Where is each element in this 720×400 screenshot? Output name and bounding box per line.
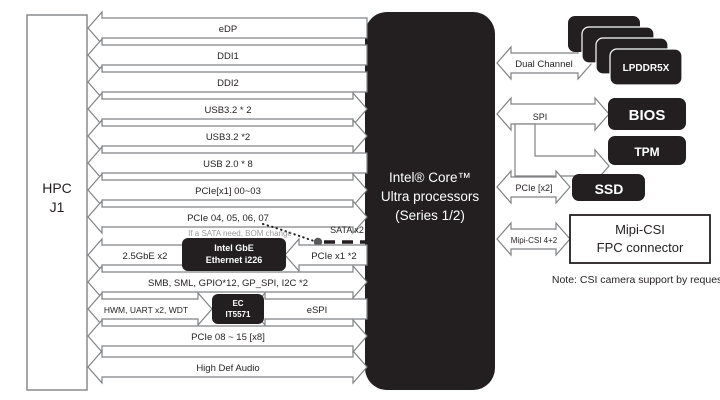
lpddr5x-label: LPDDR5X <box>623 63 670 74</box>
bus-row-pcie-04-07[interactable]: PCIe 04, 05, 06, 07 <box>87 199 368 235</box>
sata-junction-dot <box>313 237 323 247</box>
tpm-chip[interactable]: TPM <box>608 136 686 165</box>
mipi-csi-bus[interactable]: Mipi-CSI 4+2 <box>496 221 571 257</box>
ec-controller-chip[interactable]: EC IT5571 <box>212 294 264 324</box>
bios-chip[interactable]: BIOS <box>608 98 686 130</box>
bus-label-pcie-04-07: PCIe 04, 05, 06, 07 <box>187 213 269 224</box>
spi-bus-label: SPI <box>533 112 548 122</box>
bus-row-gbe-right[interactable]: PCIe x1 *2 <box>284 237 368 273</box>
bus-row-ddi2[interactable]: DDI2 <box>87 64 368 100</box>
mipi-csi-label-line1: Mipi-CSI <box>615 222 665 237</box>
bus-label-pcie-00-03: PCIe[x1] 00~03 <box>195 186 261 197</box>
ssd-label: SSD <box>595 181 624 197</box>
sata-label: SATA x2 <box>330 225 364 235</box>
bus-row-usb32-a[interactable]: USB3.2 * 2 <box>87 91 368 127</box>
bus-row-smb[interactable]: SMB, SML, GPIO*12, GP_SPI, I2C *2 <box>87 264 368 300</box>
memory-bus-label: Dual Channel <box>515 59 573 70</box>
cpu-package[interactable]: Intel® Core™ Ultra processors (Series 1/… <box>365 12 495 390</box>
bus-label-usb32-a: USB3.2 * 2 <box>205 105 252 116</box>
bus-label-ddi2: DDI2 <box>217 78 239 89</box>
bios-label: BIOS <box>629 107 666 124</box>
bus-row-hd-audio[interactable]: High Def Audio <box>87 349 368 385</box>
lpddr5x-memory-stack[interactable]: LPDDR5X <box>568 16 683 86</box>
cpu-label-line1: Intel® Core™ <box>389 170 471 185</box>
sata-optional-branch: SATA x2 If a SATA need, BOM change <box>188 223 367 247</box>
hpc-label-line2: J1 <box>50 199 65 215</box>
bus-row-edp[interactable]: eDP <box>87 10 368 46</box>
sata-dotted-leader <box>262 223 315 242</box>
bus-label-usb20: USB 2.0 * 8 <box>203 159 253 170</box>
bus-label-edp: eDP <box>219 24 237 35</box>
bus-row-ddi1[interactable]: DDI1 <box>87 37 368 73</box>
hpc-label-line1: HPC <box>42 180 72 196</box>
ssd-bus-label: PCIe [x2] <box>515 183 552 193</box>
spi-bus-bios[interactable]: SPI <box>496 96 610 132</box>
bus-row-pcie-08-15[interactable]: PCIe 08 ~ 15 [x8] <box>87 318 368 354</box>
ec-label-line2: IT5571 <box>226 310 251 319</box>
spi-bus-tpm[interactable] <box>514 123 610 184</box>
mipi-csi-bus-label: Mipi-CSI 4+2 <box>511 236 558 245</box>
bus-label-ec-left: HWM, UART x2, WDT <box>104 305 188 315</box>
bus-row-usb20[interactable]: USB 2.0 * 8 <box>87 145 368 181</box>
bus-row-usb32-b[interactable]: USB3.2 *2 <box>87 118 368 154</box>
hpc-j1-connector[interactable]: HPC J1 <box>26 14 88 391</box>
bus-label-gbe-right: PCIe x1 *2 <box>311 251 356 262</box>
bus-label-ddi1: DDI1 <box>217 51 239 62</box>
bus-label-hd-audio: High Def Audio <box>196 363 259 374</box>
bus-label-pcie-08-15: PCIe 08 ~ 15 [x8] <box>191 332 265 343</box>
gbe-label-line1: Intel GbE <box>214 243 254 253</box>
bus-label-usb32-b: USB3.2 *2 <box>206 132 250 143</box>
bus-label-ec-right: eSPI <box>307 305 328 316</box>
bus-label-smb: SMB, SML, GPIO*12, GP_SPI, I2C *2 <box>148 278 308 289</box>
bus-row-ec-right[interactable]: eSPI <box>250 291 368 327</box>
bus-row-pcie-00-03[interactable]: PCIe[x1] 00~03 <box>87 172 368 208</box>
tpm-label: TPM <box>634 145 659 159</box>
bus-row-ec-left[interactable]: HWM, UART x2, WDT <box>87 291 213 327</box>
cpu-label-line2: Ultra processors <box>381 189 480 204</box>
sata-note: If a SATA need, BOM change <box>188 229 292 238</box>
gbe-controller-chip[interactable]: Intel GbE Ethernet i226 <box>182 238 286 271</box>
ec-label-line1: EC <box>232 299 243 308</box>
cpu-label-line3: (Series 1/2) <box>395 208 465 223</box>
mipi-csi-fpc-connector[interactable]: Mipi-CSI FPC connector <box>569 214 711 264</box>
mipi-csi-label-line2: FPC connector <box>597 240 684 255</box>
ssd-bus[interactable]: PCIe [x2] <box>496 169 571 205</box>
gbe-label-line2: Ethernet i226 <box>206 255 263 265</box>
bus-label-gbe-left: 2.5GbE x2 <box>123 251 168 262</box>
csi-footnote: Note: CSI camera support by request. <box>552 274 720 286</box>
ssd-chip[interactable]: SSD <box>572 174 645 201</box>
